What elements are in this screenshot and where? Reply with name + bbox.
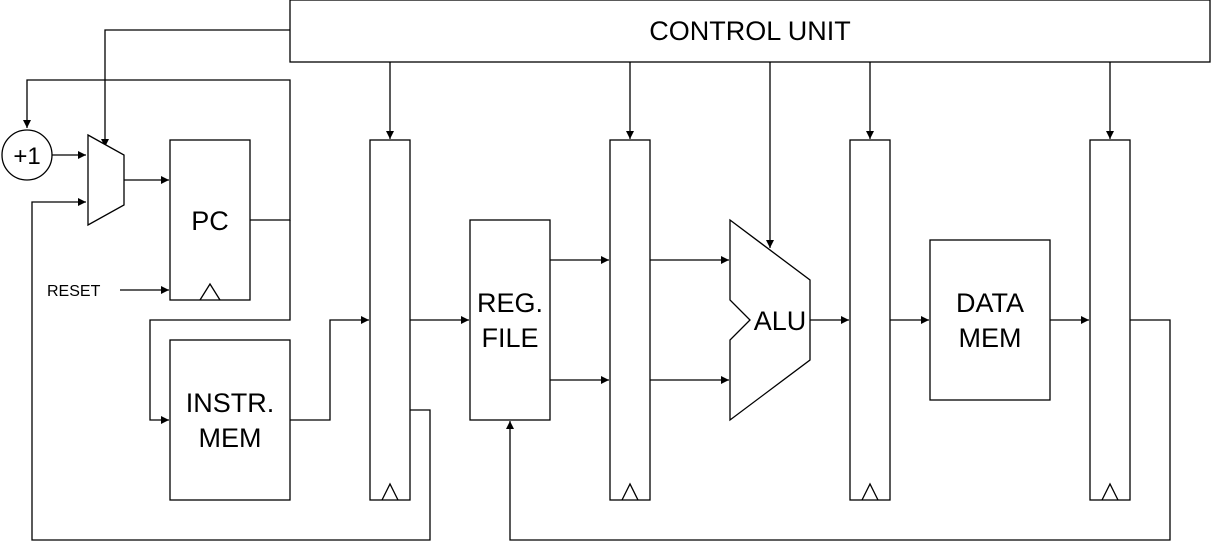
data-mem-label-line2: MEM [959,323,1022,353]
pc-label: PC [191,206,229,236]
branch-feedback-wire [31,198,431,541]
reset-label: RESET [47,283,101,300]
if-id-clock-icon [381,482,399,501]
pc-to-instr-mem-wire [149,220,291,424]
data-mem-label-line1: DATA [956,288,1024,318]
alu-block: ALU [729,218,811,422]
instr-mem-to-if-id-wire [290,316,369,421]
instr-mem-label-line1: INSTR. [186,388,275,418]
control-unit-label: CONTROL UNIT [649,16,851,46]
ex-mem-clock-icon [861,482,879,501]
alu-label: ALU [754,306,807,336]
data-mem-block: DATA MEM [929,239,1051,401]
reg-file-label-line1: REG. [477,288,543,318]
instr-mem-block: INSTR. MEM [169,339,291,501]
control-unit-block: CONTROL UNIT [289,0,1211,63]
reg-file-label-line2: FILE [481,323,538,353]
pipeline-register-id-ex [609,139,651,501]
write-back-wire [506,319,1171,541]
pc-mux [87,133,125,227]
instr-mem-label-line2: MEM [199,423,262,453]
incrementer-label: +1 [13,143,40,170]
control-to-mux-wire [101,29,290,147]
pipeline-register-ex-mem [849,139,891,501]
mem-wb-clock-icon [1101,482,1119,501]
pc-register-block: PC [169,139,251,301]
pipeline-register-mem-wb [1089,139,1131,501]
reg-file-block: REG. FILE [469,219,551,421]
id-ex-clock-icon [621,482,639,501]
incrementer-block: +1 [1,129,53,181]
pc-to-increment-wire [23,79,291,221]
pc-clock-icon [199,282,221,301]
pipeline-register-if-id [369,139,411,501]
wires [23,29,1171,541]
